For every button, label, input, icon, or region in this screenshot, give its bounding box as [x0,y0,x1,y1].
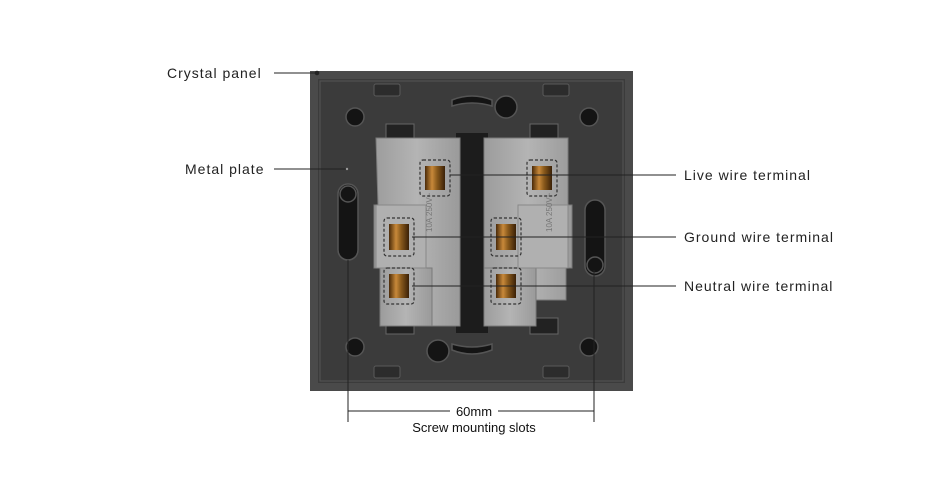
live-terminal-right [526,159,558,197]
left-module-marking: 10A 250V~ [425,192,434,232]
label-live-terminal: Live wire terminal [684,167,811,183]
corner-holes [345,107,599,357]
dimension-60mm [347,260,595,422]
label-crystal-panel: Crystal panel [167,65,262,81]
keyhole-slots [426,95,518,363]
live-terminal-left [419,159,451,197]
clip-tabs [373,83,570,379]
label-ground-terminal: Ground wire terminal [684,229,834,245]
dimension-value: 60mm [455,404,493,419]
neutral-terminal-left [383,267,415,305]
label-neutral-terminal: Neutral wire terminal [684,278,834,294]
screw-mounting-slots [337,183,606,277]
ground-terminal-left [383,217,415,257]
label-metal-plate: Metal plate [185,161,265,177]
left-socket-module: 10A 250V~ [373,123,461,335]
dimension-caption: Screw mounting slots [412,420,536,435]
right-module-marking: 10A 250V~ [545,192,554,232]
leader-lines [274,70,676,287]
